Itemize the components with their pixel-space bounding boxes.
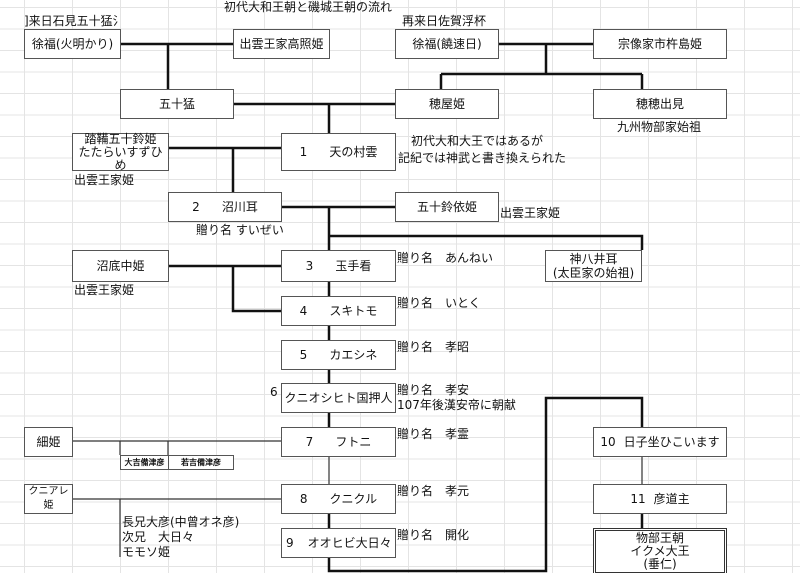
- note-tribute-107: 107年後漢安帝に朝献: [397, 398, 516, 412]
- person-nunasoko-hime: 沼底中姫: [72, 250, 169, 282]
- children-of-king-8: 長兄大彦(中曾オネ彦) 次兄 大日々 モモソ姫: [122, 515, 240, 559]
- person-isotake: 五十猛: [120, 89, 234, 119]
- person-number: 10: [600, 435, 616, 449]
- person-jofuku-nigihayahi: 徐福(饒速日): [395, 29, 499, 59]
- king-number: 2: [192, 200, 200, 214]
- person-ichikishima-hime: 宗像家市杵島姫: [593, 29, 727, 59]
- okurina-3: 贈り名 あんねい: [397, 251, 494, 265]
- king-4: 4 スキトモ: [281, 296, 396, 326]
- king-6-number: 6: [270, 385, 278, 399]
- king-8: 8 クニクル: [281, 484, 396, 514]
- mononobe-dynasty-ikume: 物部王朝 イクメ大王 (垂仁): [593, 528, 727, 573]
- king-name: オオヒビ大日々: [307, 536, 392, 550]
- king-number: 8: [299, 492, 308, 506]
- note-izumo-princess-3: 出雲王家姫: [74, 283, 135, 297]
- note-arrival-iwami: ]来日石見五十猛氵: [24, 14, 125, 28]
- note-izumo-princess-2: 出雲王家姫: [500, 206, 561, 220]
- okurina-6: 贈り名 孝安: [397, 383, 470, 397]
- person-wakakibitsuhiko: 若吉備津彦: [168, 455, 234, 470]
- king-2: 2 沼川耳: [168, 192, 282, 222]
- king-number: 9: [286, 536, 294, 550]
- king-number: 3: [305, 259, 314, 273]
- note-jimmu-2: 記紀では神武と書き換えられた: [398, 151, 567, 165]
- king-7: 7 フトニ: [281, 427, 396, 457]
- person-name: 彦道主: [653, 492, 690, 506]
- person-hoya-hime: 穂屋姫: [395, 89, 499, 119]
- king-5: 5 カエシネ: [281, 340, 396, 370]
- okurina-2: 贈り名 すいぜい: [196, 223, 284, 237]
- note-kyushu-mononobe: 九州物部家始祖: [617, 120, 702, 134]
- person-tatara-isuzu-hime: 踏鞴五十鈴姫 たたらいすずひめ: [72, 132, 169, 171]
- chart-title: 初代大和王朝と磯城王朝の流れ: [224, 0, 393, 14]
- person-takateru-hime: 出雲王家高照姫: [233, 29, 330, 59]
- king-3: 3 玉手看: [281, 250, 396, 282]
- note-jimmu-1: 初代大和大王ではあるが: [411, 134, 544, 148]
- king-number: 5: [299, 348, 308, 362]
- person-kuniare-hime: クニアレ姫: [24, 484, 73, 514]
- king-1: 1 天の村雲: [281, 133, 396, 171]
- person-hoso-hime: 細姫: [24, 427, 73, 457]
- okurina-7: 贈り名 孝霊: [397, 427, 470, 441]
- person-number: 11: [630, 492, 646, 506]
- person-kamuyaimimi: 神八井耳 (太臣家の始祖): [545, 250, 642, 282]
- king-name: 天の村雲: [329, 145, 378, 159]
- king-name: フトニ: [335, 435, 372, 449]
- person-hikoimasu: 10 日子坐ひこいます: [593, 427, 727, 457]
- king-name: 玉手看: [335, 259, 372, 273]
- note-izumo-princess-1: 出雲王家姫: [74, 173, 135, 187]
- king-name: カエシネ: [329, 348, 378, 362]
- king-name: クニクル: [329, 492, 378, 506]
- person-isuzuyori-hime: 五十鈴依姫: [395, 192, 499, 222]
- person-hikomichinoushi: 11 彦道主: [593, 484, 727, 514]
- king-number: 1: [299, 145, 308, 159]
- person-jofuku-homeakari: 徐福(火明かり): [24, 29, 121, 59]
- king-9: 9 オオヒビ大日々: [281, 528, 396, 558]
- person-hohodemi: 穂穂出見: [593, 89, 727, 119]
- king-number: 7: [305, 435, 314, 449]
- person-name: 日子坐ひこいます: [623, 435, 720, 449]
- okurina-9: 贈り名 開化: [397, 528, 470, 542]
- okurina-8: 贈り名 孝元: [397, 484, 470, 498]
- okurina-5: 贈り名 孝昭: [397, 340, 470, 354]
- okurina-4: 贈り名 いとく: [397, 296, 481, 310]
- king-name: スキトモ: [329, 304, 378, 318]
- note-arrival-saga: 再来日佐賀浮杯: [402, 14, 487, 28]
- king-number: 4: [299, 304, 308, 318]
- king-6: クニオシヒト国押人: [281, 383, 396, 413]
- king-name: 沼川耳: [221, 200, 258, 214]
- person-okibitsuhiko: 大吉備津彦: [120, 455, 169, 470]
